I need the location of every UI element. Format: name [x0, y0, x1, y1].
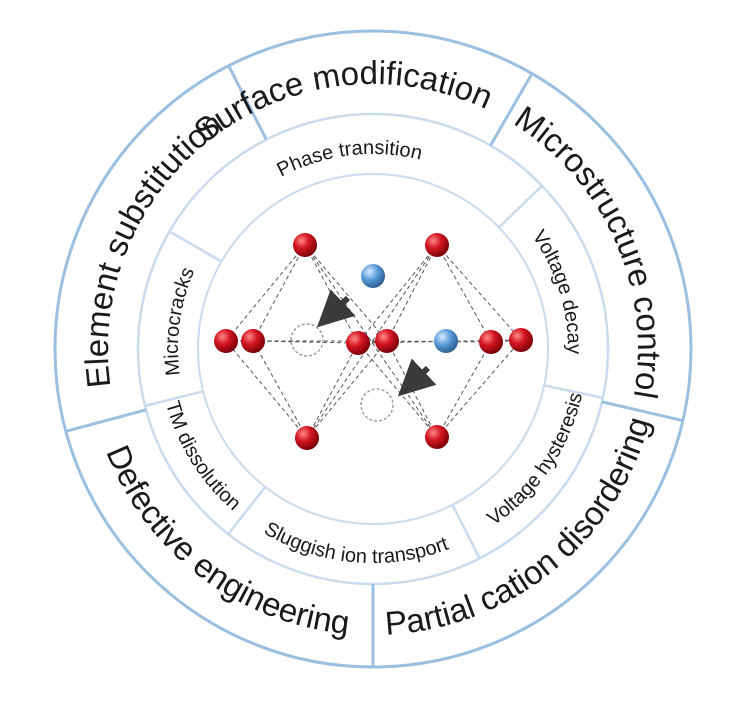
lithium-atom-icon [434, 329, 458, 353]
oxygen-atom-icon [479, 330, 503, 354]
oxygen-atom-icon [214, 329, 238, 353]
bond-line [252, 340, 308, 439]
oxygen-atom-icon [425, 233, 449, 257]
inner-ring-edge [197, 173, 549, 525]
oxygen-atom-icon [241, 329, 265, 353]
bond-line [436, 244, 522, 341]
bond-line [436, 339, 522, 438]
outer-ring-divider [601, 400, 684, 422]
outer-ring-divider [65, 408, 147, 433]
bond-line [490, 339, 522, 343]
oxygen-atom-icon [509, 328, 533, 352]
vacancy-icon [290, 323, 324, 357]
bond-line [225, 340, 308, 439]
inner-ring-divider [144, 390, 204, 408]
bond-line [306, 342, 359, 439]
oxygen-atom-icon [425, 425, 449, 449]
inner-ring-divider [227, 486, 267, 535]
bond-line [304, 244, 438, 438]
vacancy-icon [360, 388, 394, 422]
inner-ring-divider [168, 230, 223, 263]
inner-ring-divider [543, 384, 604, 400]
oxygen-atom-icon [346, 331, 370, 355]
oxygen-atom-icon [293, 233, 317, 257]
oxygen-atom-icon [375, 329, 399, 353]
outer-ring-divider [227, 64, 268, 141]
atoms [214, 233, 533, 450]
lithium-atom-icon [361, 264, 385, 288]
bond-line [306, 244, 438, 439]
bond-line [436, 244, 492, 343]
bond-lines [225, 244, 522, 439]
outer-ring-dividers [65, 64, 684, 667]
bond-line [436, 341, 492, 438]
inner-ring-divider [451, 504, 481, 559]
inner-ring-divider [498, 184, 543, 229]
oxygen-atom-icon [295, 426, 319, 450]
crystal-structure [214, 233, 533, 450]
outer-ring-divider [489, 72, 534, 147]
migration-arrow-icon [397, 358, 437, 397]
inner-ring-dividers [144, 184, 604, 559]
migration-arrow-icon [316, 289, 356, 328]
